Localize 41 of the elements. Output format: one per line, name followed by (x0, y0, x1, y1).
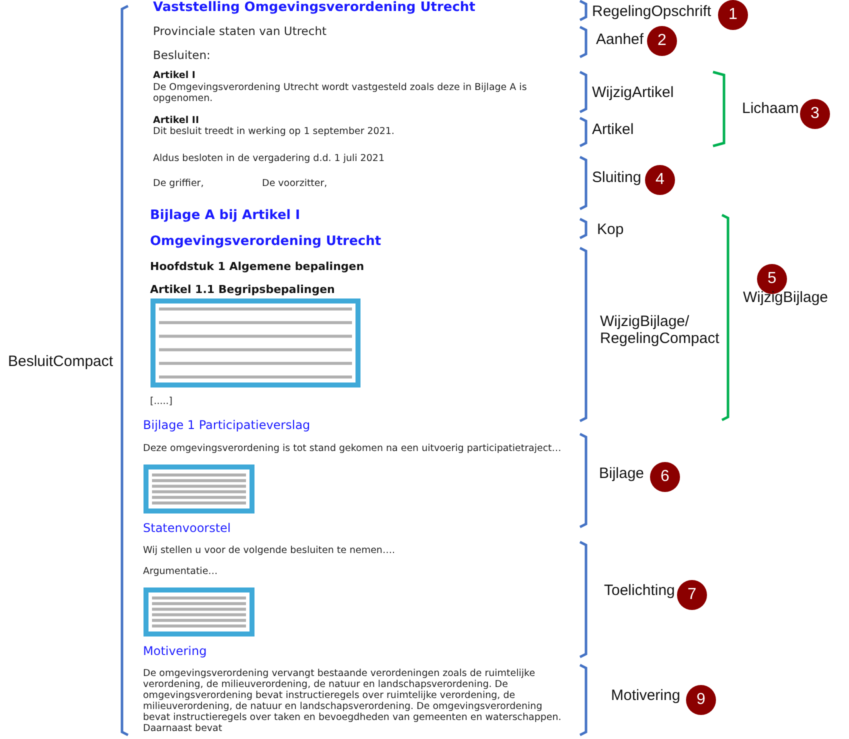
section-heading: Statenvoorstel (143, 521, 231, 535)
number-badge: 9 (686, 685, 716, 715)
annotation-label: Aanhef (596, 31, 644, 48)
article-heading: Artikel I (153, 70, 196, 81)
number-badge: 6 (650, 462, 680, 492)
document-heading: Bijlage A bij Artikel I (150, 208, 300, 223)
annotation-label: WijzigBijlage/ RegelingCompact (600, 313, 720, 347)
body-text: Deze omgevingsverordening is tot stand gekomen na een uitvoerig participatietraject… (143, 443, 562, 454)
document-heading: Omgevingsverordening Utrecht (150, 234, 382, 249)
number-badge: 4 (645, 165, 675, 195)
body-text: De voorzitter, (262, 178, 328, 189)
annotation-label: Kop (597, 221, 624, 238)
body-text: [.....] (150, 396, 173, 407)
body-text: Wij stellen u voor de volgende besluiten te nemen…. (143, 545, 395, 556)
annotation-label: WijzigArtikel (592, 84, 674, 101)
number-badge: 2 (647, 26, 677, 56)
body-text: De omgevingsverordening vervangt bestaande verordeningen zoals de ruimtelijke verordening, de milieuverordening, de natuur en landschapsverordening. De omgevingsverordening bevat instructieregels over ruimtelijke verordening, de milieuverordening, de natuur en landschapsverordening. De omgevingsverordening bevat instructieregels over taken en bevoegdheden van gemeenten en waterschappen. Daarnaast bevat (143, 668, 562, 734)
annotation-label: BesluitCompact (8, 353, 114, 370)
annotation-label: Sluiting (592, 169, 642, 186)
body-text: Argumentatie… (143, 566, 218, 577)
annotation-label: Motivering (611, 687, 680, 704)
annotation-label: Toelichting (604, 582, 675, 599)
article-heading: Artikel II (153, 115, 199, 126)
annotation-label: Bijlage (599, 465, 644, 482)
body-text: Besluiten: (153, 48, 210, 62)
annotation-label: RegelingOpschrift (592, 3, 712, 20)
section-heading: Bijlage 1 Participatieverslag (143, 418, 310, 432)
article-heading: Hoofdstuk 1 Algemene bepalingen (150, 260, 364, 273)
number-badge: 1 (718, 0, 748, 30)
number-badge: 7 (677, 580, 707, 610)
body-text: De griffier, (153, 178, 204, 189)
annotation-label: Lichaam (742, 100, 799, 117)
body-text: Aldus besloten in de vergadering d.d. 1 juli 2021 (153, 153, 384, 164)
article-heading: Artikel 1.1 Begripsbepalingen (150, 283, 335, 296)
body-text: Dit besluit treedt in werking op 1 september 2021. (153, 126, 394, 137)
body-text: Provinciale staten van Utrecht (153, 24, 326, 38)
body-text: De Omgevingsverordening Utrecht wordt vastgesteld zoals deze in Bijlage A is opgenomen. (153, 82, 528, 104)
section-heading: Motivering (143, 644, 207, 658)
document-heading: Vaststelling Omgevingsverordening Utrecht (153, 0, 476, 15)
number-badge: 3 (800, 99, 830, 129)
annotation-label: Artikel (592, 121, 634, 138)
